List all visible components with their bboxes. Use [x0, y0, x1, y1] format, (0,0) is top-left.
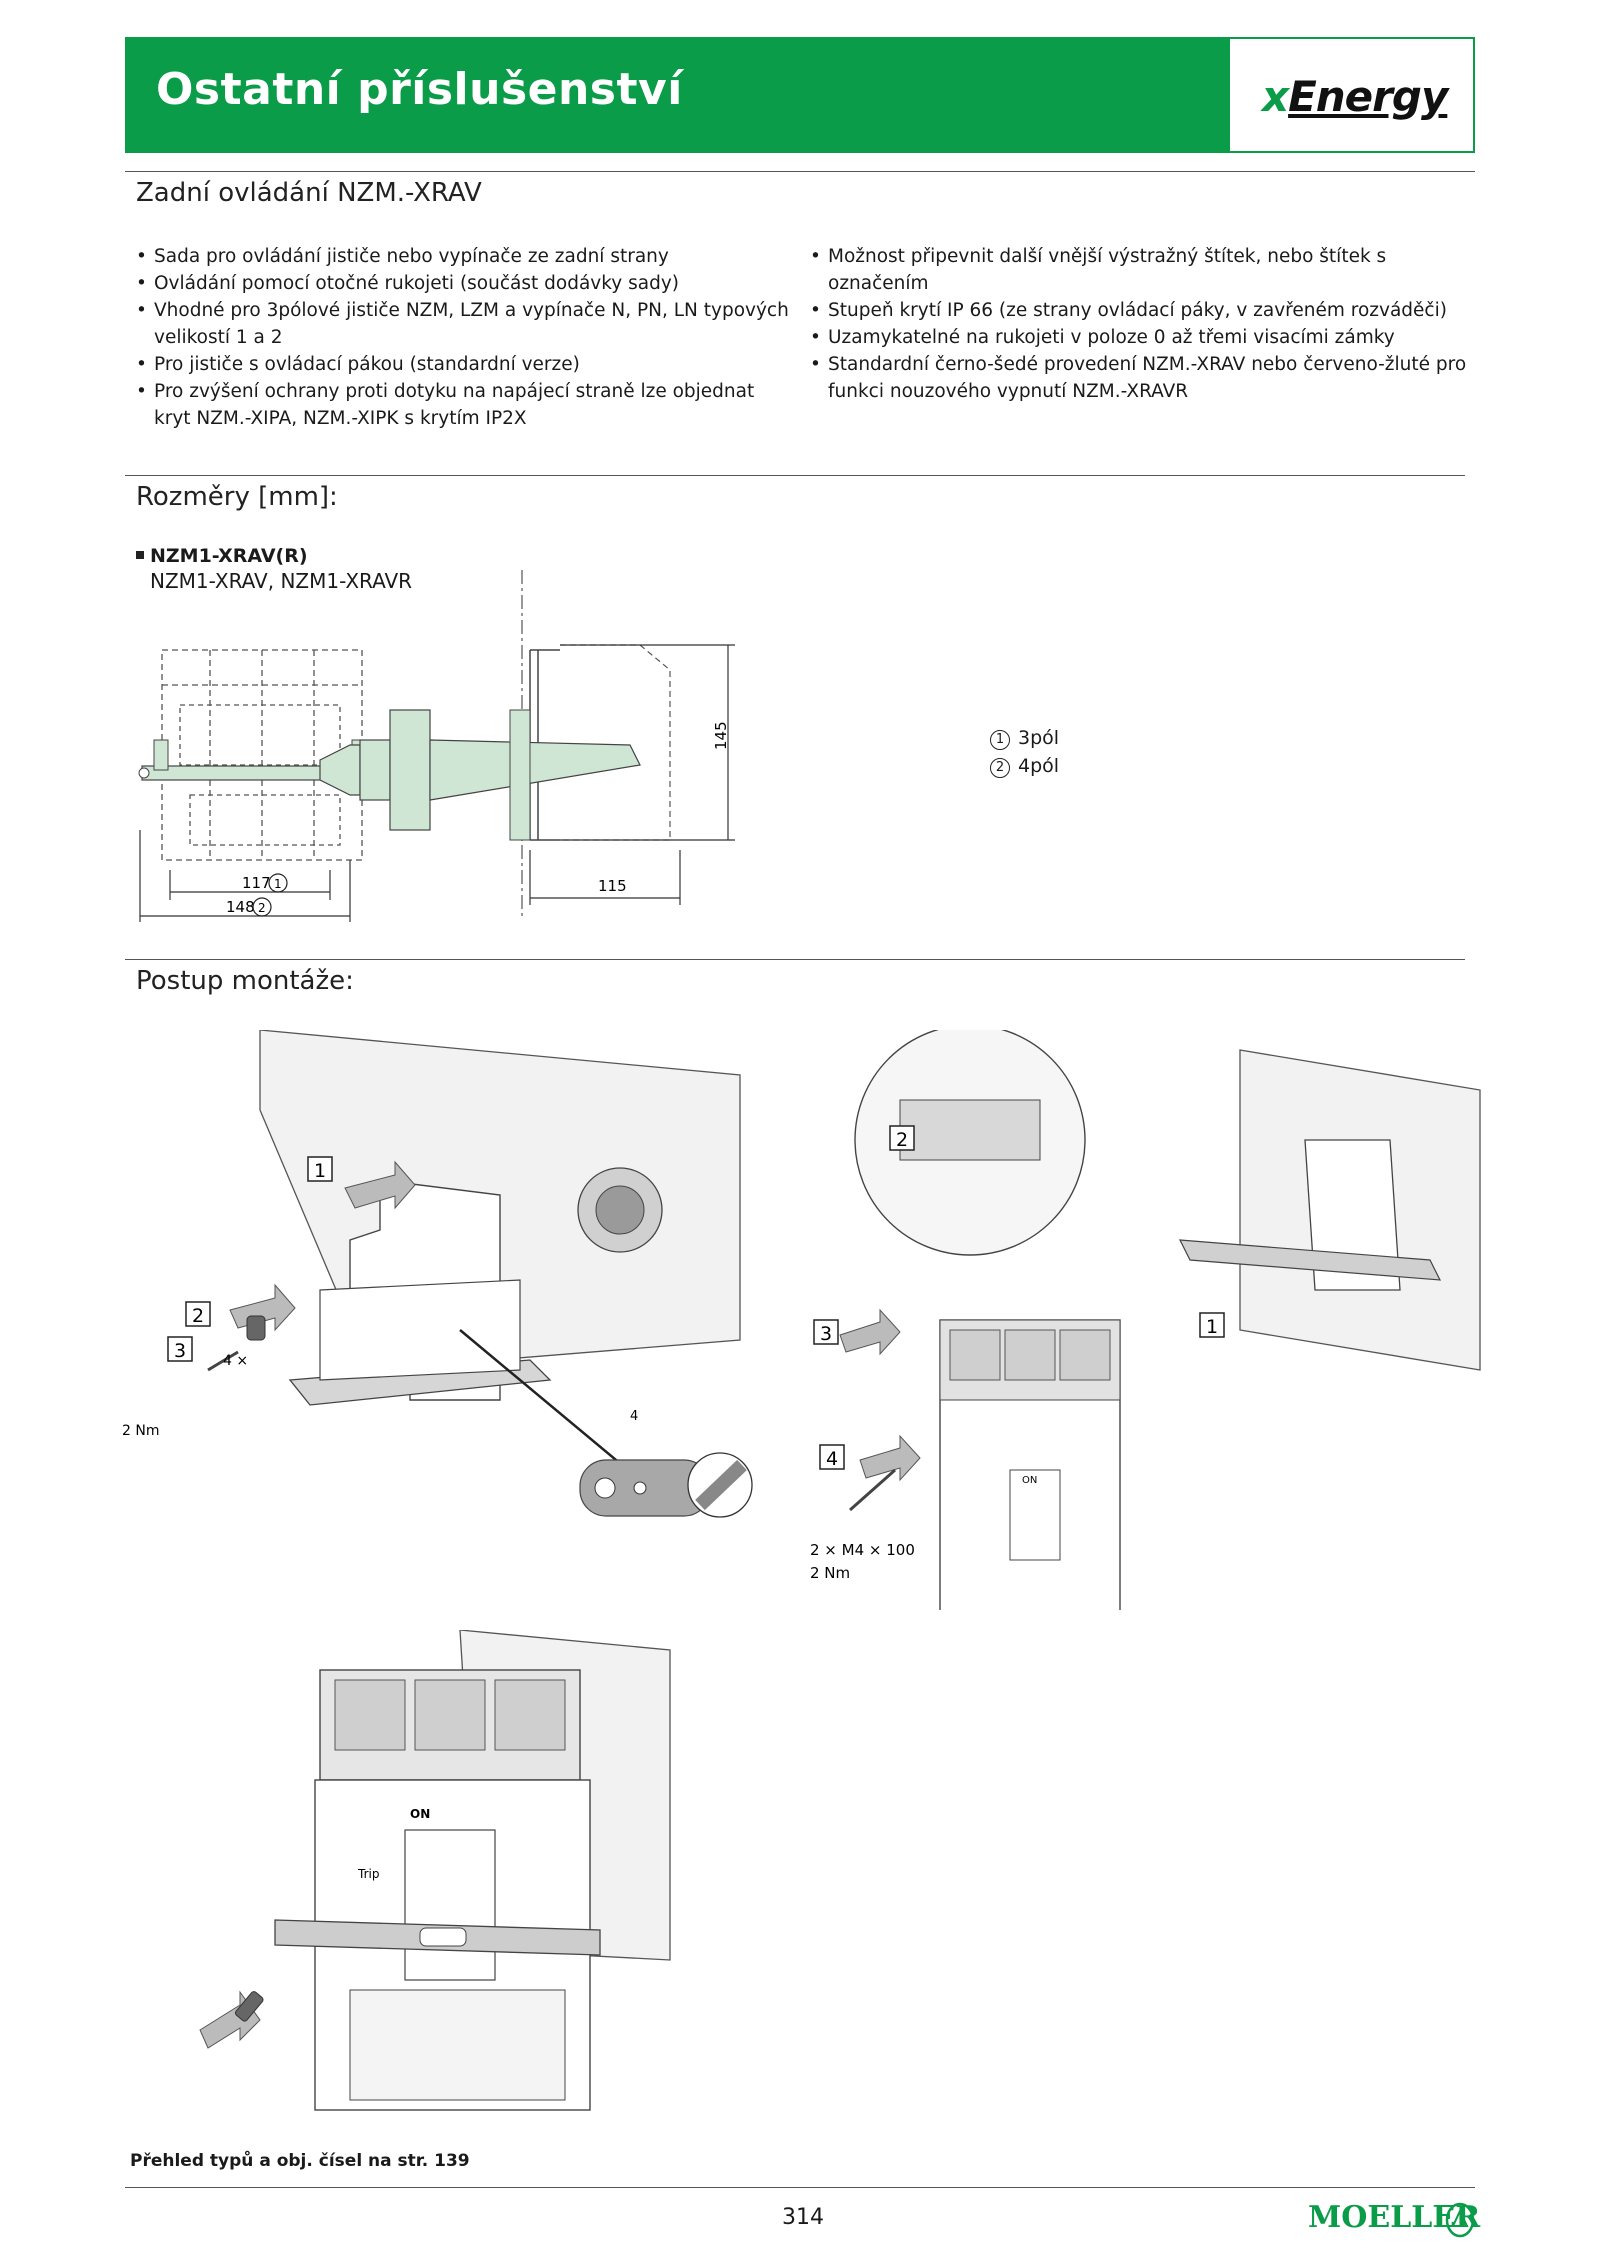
assembly-step-left: 2 3 1 4 × 2 Nm 4 [122, 1030, 753, 1518]
section-rule [125, 171, 1475, 172]
moeller-logo: MOELLER [1308, 2200, 1481, 2235]
step-label-1-right: 1 [1206, 1316, 1218, 1338]
list-item: Pro zvýšení ochrany proti dotyku na napá… [134, 378, 794, 432]
dim-145-label: 145 [712, 721, 730, 750]
rotary-handle [319, 744, 361, 796]
bullet-list-left: Sada pro ovládání jističe nebo vypínače … [134, 243, 794, 432]
dim-117-label: 117 [242, 874, 271, 892]
actuator-arm [429, 739, 641, 801]
model-variants: NZM1-XRAV, NZM1-XRAVR [150, 569, 413, 593]
square-bullet-icon [136, 551, 144, 559]
footer-rule [125, 2187, 1475, 2188]
section-rule [125, 475, 1465, 476]
section-title-assembly: Postup montáže: [136, 966, 354, 996]
torque-label-left: 2 Nm [122, 1423, 159, 1439]
logo-box [1230, 39, 1473, 151]
xenergy-logo: xEnergy [1262, 72, 1448, 121]
operating-bar-right [1178, 1239, 1442, 1281]
step-label-2-right: 2 [896, 1129, 908, 1151]
on-label: ON [410, 1807, 430, 1821]
qty-label: 4 × [223, 1353, 248, 1369]
svg-text:2: 2 [258, 901, 266, 915]
page-title: Ostatní příslušenství [156, 64, 683, 115]
step-label-4: 4 [826, 1448, 838, 1470]
moeller-emblem-icon [1445, 2202, 1475, 2238]
model-code: NZM1-XRAV(R) [150, 545, 308, 567]
list-item: Pro jističe s ovládací pákou (standardní… [134, 351, 794, 378]
list-item: Uzamykatelné na rukojeti v poloze 0 až t… [808, 324, 1468, 351]
list-item: Ovládání pomocí otočné rukojeti (součást… [134, 270, 794, 297]
model-heading: NZM1-XRAV(R) [136, 545, 308, 567]
section-rule [125, 959, 1465, 960]
section-title-rear-operation: Zadní ovládání NZM.-XRAV [136, 178, 482, 208]
list-item: Sada pro ovládání jističe nebo vypínače … [134, 243, 794, 270]
torque-label-right: 2 Nm [810, 1564, 850, 1582]
step-label-3-right: 3 [820, 1323, 832, 1345]
svg-text:1: 1 [274, 877, 282, 891]
on-label-right: ON [1022, 1475, 1037, 1486]
footer-note: Přehled typů a obj. čísel na str. 139 [130, 2151, 470, 2171]
list-item: Standardní černo-šedé provedení NZM.-XRA… [808, 351, 1468, 405]
step-label-1: 1 [314, 1160, 326, 1182]
assembly-step-final: ON Trip [199, 1630, 671, 2111]
page-number: 314 [782, 2205, 824, 2230]
dim-4-label: 4 [630, 1409, 638, 1424]
pointer-line [459, 1329, 641, 1481]
list-item: Možnost připevnit další vnější výstražný… [808, 243, 1468, 297]
section-title-dimensions: Rozměry [mm]: [136, 482, 338, 512]
bullet-list-right: Možnost připevnit další vnější výstražný… [808, 243, 1468, 405]
screw-spec-label: 2 × M4 × 100 [810, 1541, 915, 1559]
dim-148-label: 148 [226, 898, 255, 916]
step-label-2: 2 [192, 1305, 204, 1327]
dim-115-label: 115 [598, 877, 627, 895]
list-item: Vhodné pro 3pólové jističe NZM, LZM a vy… [134, 297, 794, 351]
list-item: Stupeň krytí IP 66 (ze strany ovládací p… [808, 297, 1468, 324]
trip-label: Trip [357, 1867, 379, 1881]
step-label-3: 3 [174, 1340, 186, 1362]
dimension-drawing: 117 1 148 2 115 145 [138, 570, 735, 922]
assembly-step-right: ON 3 2 1 4 2 × M4 × 100 2 Nm [810, 1030, 1481, 1610]
